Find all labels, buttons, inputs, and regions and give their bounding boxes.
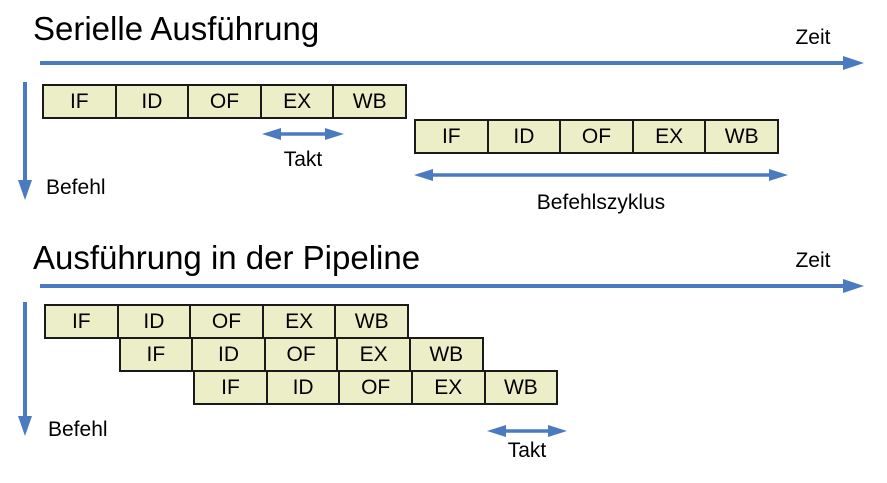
stage-cell: IF: [42, 84, 117, 119]
stage-cell: ID: [265, 370, 341, 405]
pipeline-instruction-row-3: IF ID OF EX WB: [193, 370, 559, 405]
befehl-axis-arrow-pipeline: [18, 302, 32, 436]
stage-cell: IF: [44, 304, 119, 339]
stage-cell: ID: [114, 84, 190, 119]
stage-cell: IF: [414, 119, 489, 154]
stage-cell: WB: [334, 304, 409, 339]
pipeline-instruction-row-2: IF ID OF EX WB: [118, 337, 484, 372]
zeit-label-pipeline: Zeit: [795, 249, 831, 272]
stage-cell: EX: [336, 337, 411, 372]
zeit-label-serial: Zeit: [795, 26, 831, 49]
stage-cell: WB: [332, 84, 407, 119]
befehlszyklus-span-arrow: [414, 169, 788, 181]
takt-label-serial: Takt: [283, 148, 323, 171]
zeit-axis-arrow-serial: [40, 56, 864, 70]
serial-section-title: Serielle Ausführung: [33, 10, 320, 47]
zeit-axis-arrow-pipeline: [40, 279, 864, 293]
befehl-label-pipeline: Befehl: [48, 418, 108, 441]
stage-cell: IF: [193, 370, 268, 405]
serial-instruction-row-1: IF ID OF EX WB: [42, 84, 407, 119]
serial-instruction-row-2: IF ID OF EX WB: [414, 119, 779, 154]
stage-cell: OF: [559, 119, 634, 154]
takt-label-pipeline: Takt: [507, 439, 547, 462]
stage-cell: ID: [116, 304, 192, 339]
stage-cell: WB: [704, 119, 779, 154]
stage-cell: OF: [338, 370, 413, 405]
stage-cell: ID: [191, 337, 266, 372]
befehlszyklus-label: Befehlszyklus: [536, 191, 666, 214]
takt-span-arrow-pipeline: [487, 425, 567, 437]
pipeline-instruction-row-1: IF ID OF EX WB: [44, 304, 409, 339]
stage-cell: EX: [259, 84, 335, 119]
stage-cell: ID: [486, 119, 562, 154]
stage-cell: EX: [631, 119, 707, 154]
stage-cell: EX: [261, 304, 337, 339]
stage-cell: IF: [118, 337, 194, 372]
takt-span-arrow-serial: [262, 128, 344, 140]
stage-cell: OF: [263, 337, 339, 372]
stage-cell: OF: [187, 84, 262, 119]
stage-cell: WB: [483, 370, 559, 405]
stage-cell: EX: [410, 370, 486, 405]
pipeline-section-title: Ausführung in der Pipeline: [33, 239, 421, 276]
befehl-axis-arrow-serial: [18, 82, 32, 200]
stage-cell: WB: [408, 337, 484, 372]
stage-cell: OF: [189, 304, 264, 339]
befehl-label-serial: Befehl: [46, 176, 106, 199]
